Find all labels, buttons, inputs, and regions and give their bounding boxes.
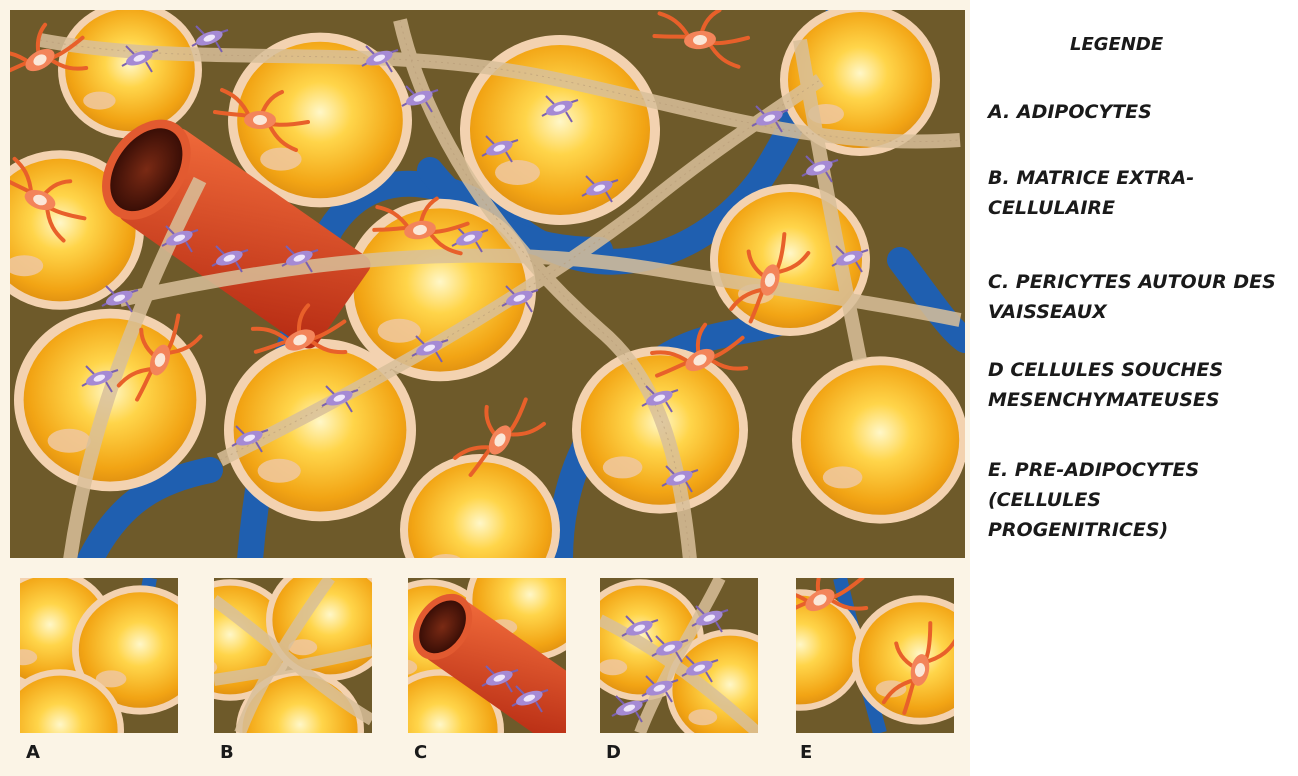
panel-label-a: A xyxy=(26,742,40,763)
legend-item-c: C. PERICYTES AUTOUR DES VAISSEAUX xyxy=(988,267,1276,327)
legend: LEGENDE A. ADIPOCYTES B. MATRICE EXTRA- … xyxy=(972,0,1298,776)
legend-item-a: A. ADIPOCYTES xyxy=(988,97,1152,127)
panel-label-c: C xyxy=(414,742,427,763)
legend-item-e: E. PRE-ADIPOCYTES (CELLULES PROGENITRICE… xyxy=(988,455,1199,545)
panel-label-d: D xyxy=(606,742,621,763)
legend-title: LEGENDE xyxy=(1070,30,1163,60)
panel-c-pericytes xyxy=(366,539,602,776)
panel-b-matrix xyxy=(166,559,394,776)
panel-label-b: B xyxy=(220,742,234,763)
panel-d-stem-cells xyxy=(576,578,794,751)
illustration-artwork xyxy=(0,0,970,776)
legend-item-b: B. MATRICE EXTRA- CELLULAIRE xyxy=(988,163,1194,223)
panel-label-e: E xyxy=(800,742,812,763)
adipose-tissue-illustration: A B C D E xyxy=(0,0,970,776)
legend-item-d: D CELLULES SOUCHES MESENCHYMATEUSES xyxy=(988,355,1223,415)
panel-e-pre-adipocytes xyxy=(736,550,970,733)
